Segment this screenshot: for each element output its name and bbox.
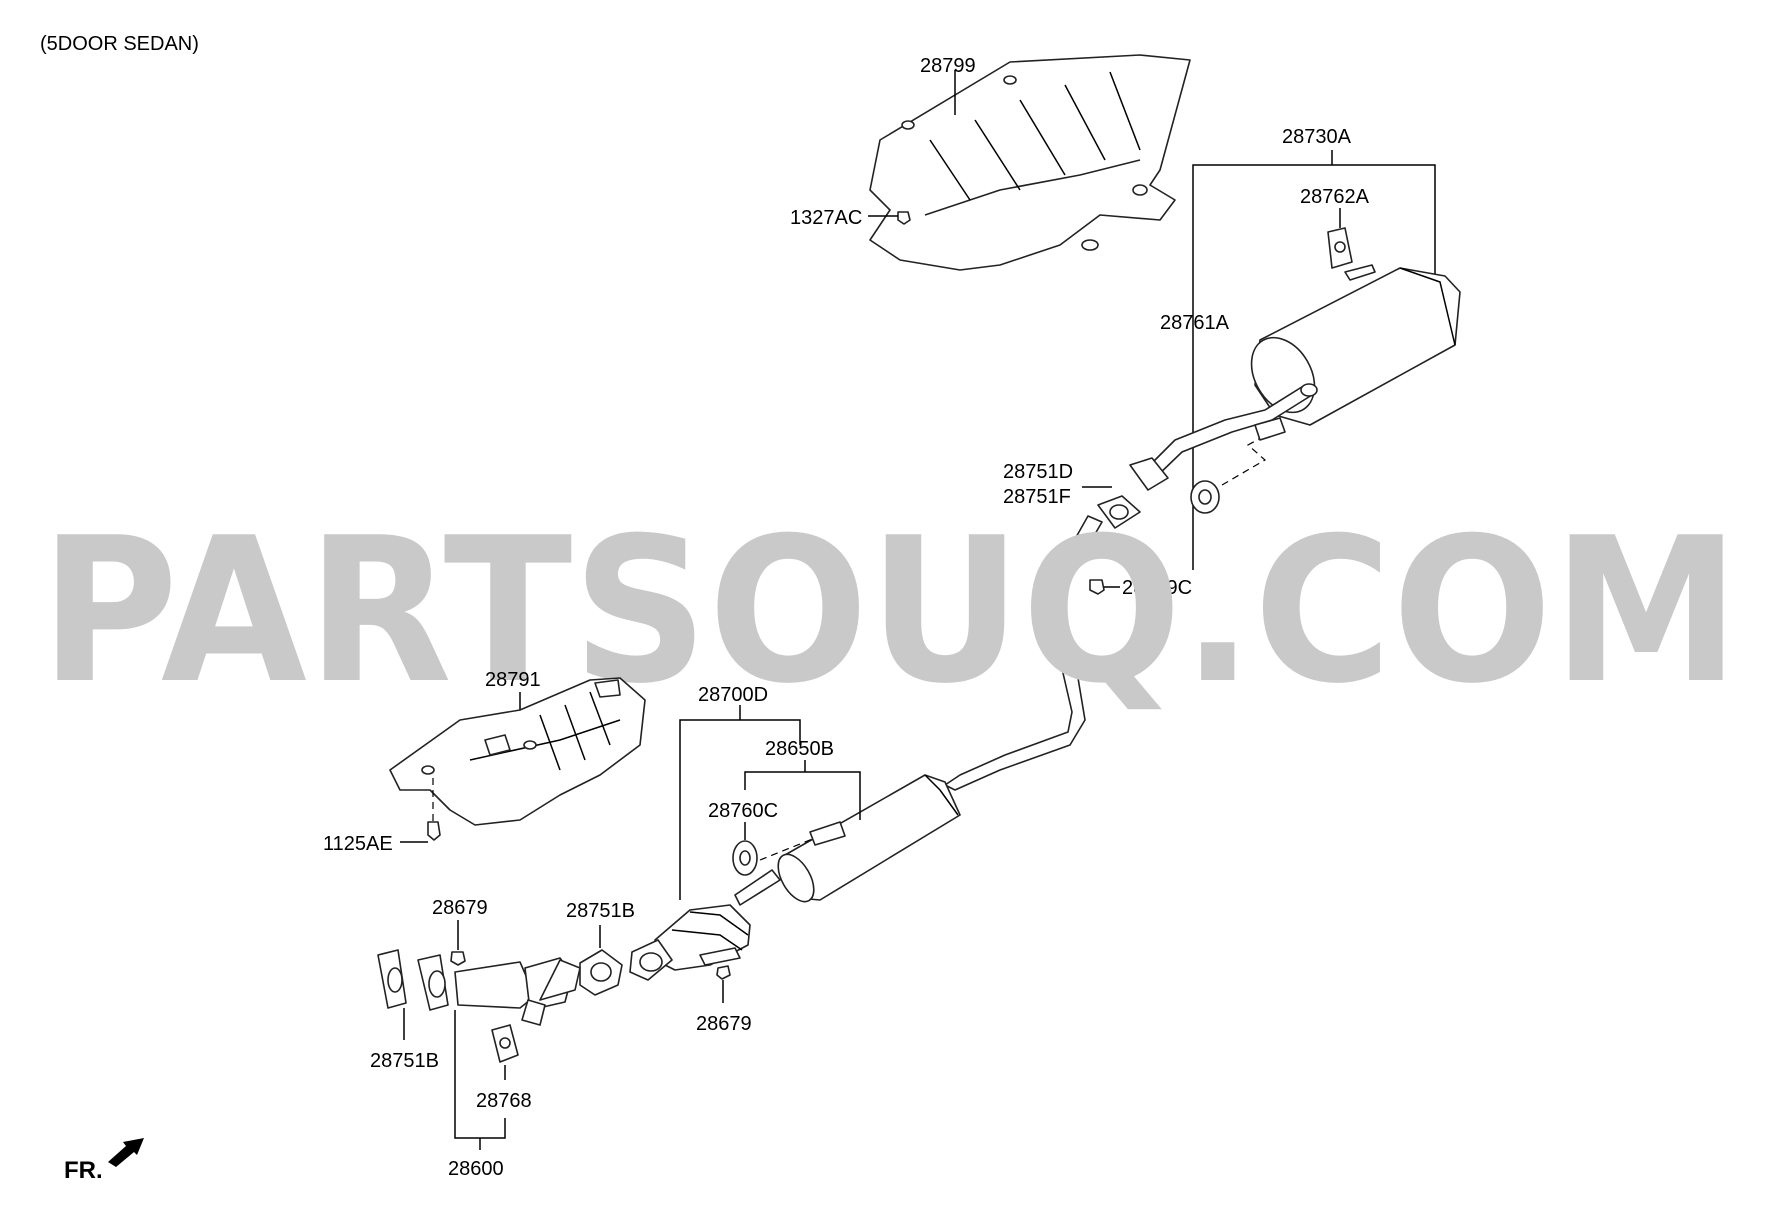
hanger-28762A[interactable] [1327, 227, 1353, 269]
label-28730A: 28730A [1282, 126, 1352, 148]
rear-tailpipe[interactable] [1144, 383, 1318, 479]
front-direction-label: FR. [64, 1157, 103, 1184]
label-28700D: 28700D [698, 684, 768, 706]
flange-28751D[interactable] [1129, 457, 1169, 491]
flange-front-pipe[interactable] [417, 954, 449, 1011]
center-muffler[interactable] [771, 774, 961, 908]
watermark-text: PARTSOUQ.COM [40, 495, 1740, 728]
label-28761A: 28761A [1160, 312, 1230, 334]
front-arrow-icon [108, 1138, 144, 1167]
label-28751F: 28751F [1003, 486, 1071, 508]
bolt-1125AE[interactable] [427, 821, 441, 841]
hanger-28761A[interactable] [1190, 480, 1220, 514]
gasket-28751B-right[interactable] [579, 949, 623, 996]
label-28799: 28799 [920, 55, 976, 77]
label-28768: 28768 [476, 1090, 532, 1112]
diagram-variant-title: (5DOOR SEDAN) [40, 33, 199, 55]
front-pipe-converter[interactable] [454, 957, 581, 1026]
tail-bracket [1254, 417, 1286, 441]
muffler-bracket [809, 821, 846, 846]
hanger-28760C[interactable] [732, 840, 758, 876]
label-28679C: 28679C [1122, 577, 1192, 599]
rear-muffler[interactable] [1239, 264, 1461, 426]
label-28791: 28791 [485, 669, 541, 691]
label-28751B-b: 28751B [370, 1050, 439, 1072]
upper-heat-shield[interactable] [869, 54, 1191, 271]
label-1327AC: 1327AC [790, 207, 862, 229]
label-28760C: 28760C [708, 800, 778, 822]
nut-28679-catalytic[interactable] [716, 965, 731, 980]
label-28600: 28600 [448, 1158, 504, 1180]
label-28762A: 28762A [1300, 186, 1370, 208]
label-28679-a: 28679 [432, 897, 488, 919]
label-28650B: 28650B [765, 738, 834, 760]
nut-1327AC[interactable] [897, 211, 911, 225]
catalytic-converter[interactable] [654, 904, 751, 971]
label-28751D: 28751D [1003, 461, 1073, 483]
nut-28679C[interactable] [1089, 579, 1105, 595]
gasket-28751B-left[interactable] [377, 949, 407, 1009]
flange-catalytic-inlet[interactable] [629, 939, 673, 981]
label-28751B-a: 28751B [566, 900, 635, 922]
lower-heat-shield[interactable] [389, 677, 646, 826]
center-pipe[interactable] [944, 515, 1103, 791]
gasket-28751F[interactable] [1097, 495, 1141, 529]
hanger-28768[interactable] [491, 1024, 519, 1063]
muffler-inlet-pipe [734, 869, 781, 906]
nut-28679-front[interactable] [450, 951, 466, 966]
label-1125AE: 1125AE [323, 833, 393, 855]
label-28679-b: 28679 [696, 1013, 752, 1035]
